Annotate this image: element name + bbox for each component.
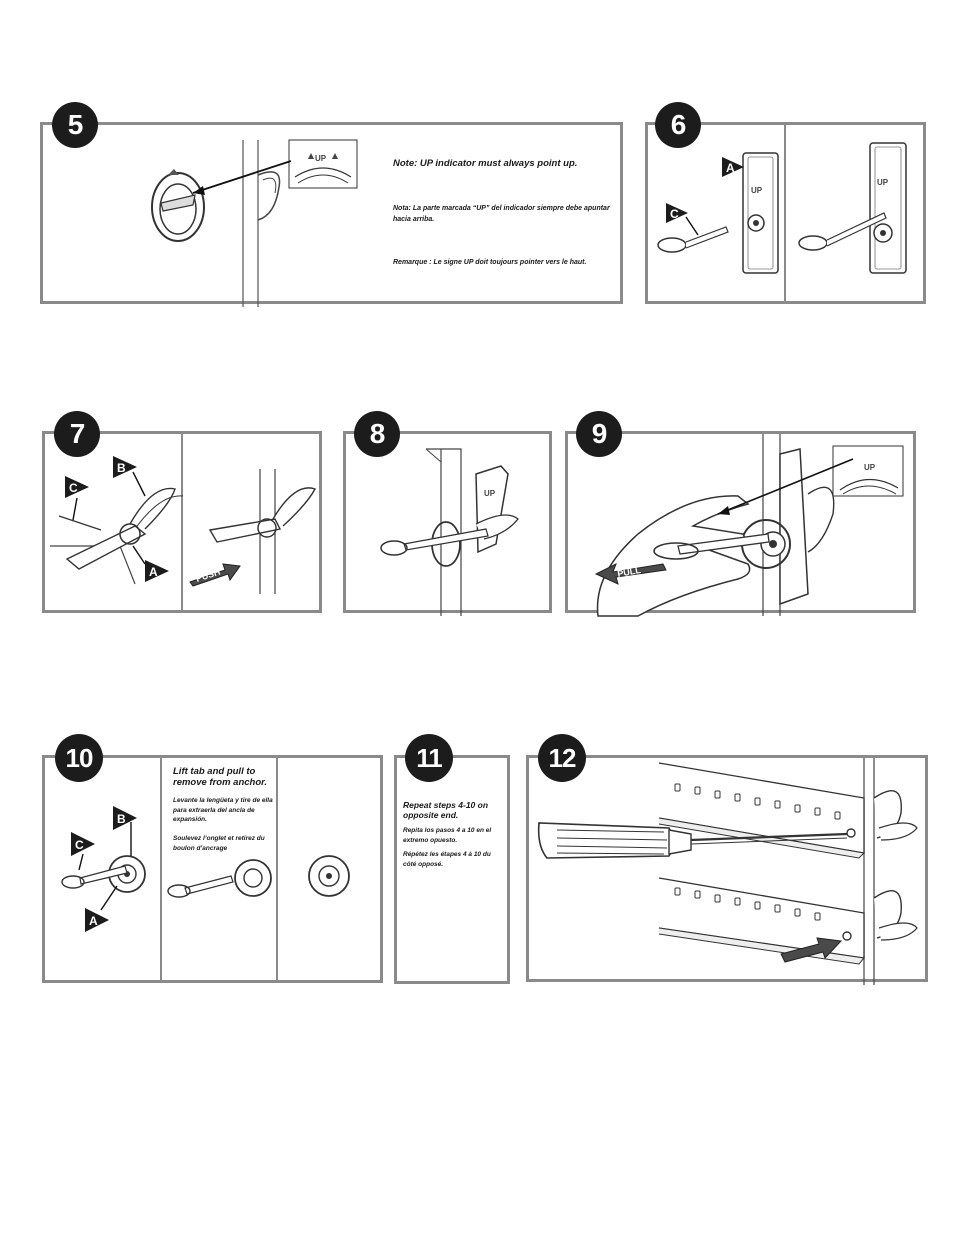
step-11-badge: 11 [405, 734, 453, 782]
step-10-note-es: Levante la lengüeta y tire de ella para … [173, 797, 273, 823]
step-5-note-fr: Remarque : Le signe UP doit toujours poi… [393, 259, 587, 266]
step-12-illustration [537, 758, 918, 985]
step-5-badge: 5 [52, 102, 98, 148]
step-5-panel: UP Note: UP indicator must always point … [40, 122, 623, 307]
step-10-panel: B C A Lift tab and pull to remove from a… [42, 755, 383, 983]
step-8-badge: 8 [354, 411, 400, 457]
step-7-label-a: A [149, 565, 158, 579]
step-9-panel: PULL UP [565, 431, 916, 617]
step-7-badge: 7 [54, 411, 100, 457]
step-10-label-b: B [117, 812, 126, 826]
step-9-badge: 9 [576, 411, 622, 457]
step-7-divider [181, 434, 183, 610]
step-8-up-text: UP [484, 489, 496, 498]
step-10-label-a: A [89, 914, 98, 928]
step-8-illustration: UP [380, 448, 519, 616]
step-10-note-en: Lift tab and pull to remove from anchor. [173, 766, 267, 788]
step-6-up-text-right: UP [877, 178, 889, 187]
step-5-up-text: UP [315, 154, 327, 163]
step-7-label-b: B [117, 461, 126, 475]
step-10-illustration: B C A [61, 806, 350, 932]
step-6-label-a: A [726, 161, 735, 175]
step-9-pull-label: PULL [617, 565, 642, 579]
step-11-note-es: Repita los pasos 4 a 10 en el extremo op… [403, 827, 492, 844]
step-10-divider-1 [160, 758, 162, 980]
step-7-label-c: C [69, 481, 78, 495]
step-6-up-text-left: UP [751, 186, 763, 195]
step-6-panel: UP A C UP [645, 122, 926, 304]
step-10-divider-2 [276, 758, 278, 980]
step-11-note-fr: Répétez les étapes 4 à 10 du côté opposé… [403, 851, 491, 868]
step-12-panel [526, 755, 928, 985]
step-5-illustration: UP [151, 139, 358, 307]
step-8-panel: UP [343, 431, 552, 616]
step-6-illustration: UP A C UP [657, 142, 907, 274]
step-9-up-text: UP [864, 463, 876, 472]
step-6-divider [784, 125, 786, 301]
step-11-panel: Repeat steps 4-10 on opposite end. Repit… [394, 755, 510, 984]
step-7-panel: B C A PUSH [42, 431, 322, 613]
step-5-note-es: Nota: La parte marcada “UP” del indicado… [393, 205, 610, 223]
step-10-badge: 10 [55, 734, 103, 782]
step-6-label-c: C [670, 207, 679, 221]
step-10-label-c: C [75, 838, 84, 852]
step-9-illustration: PULL UP [594, 434, 904, 617]
step-5-note-en: Note: UP indicator must always point up. [393, 158, 578, 169]
step-7-illustration: B C A PUSH [50, 456, 317, 594]
step-12-badge: 12 [538, 734, 586, 782]
step-6-badge: 6 [655, 102, 701, 148]
step-10-note-fr: Soulevez l’onglet et retirez du boulon d… [173, 835, 265, 852]
step-11-note-en: Repeat steps 4-10 on opposite end. [403, 800, 489, 820]
